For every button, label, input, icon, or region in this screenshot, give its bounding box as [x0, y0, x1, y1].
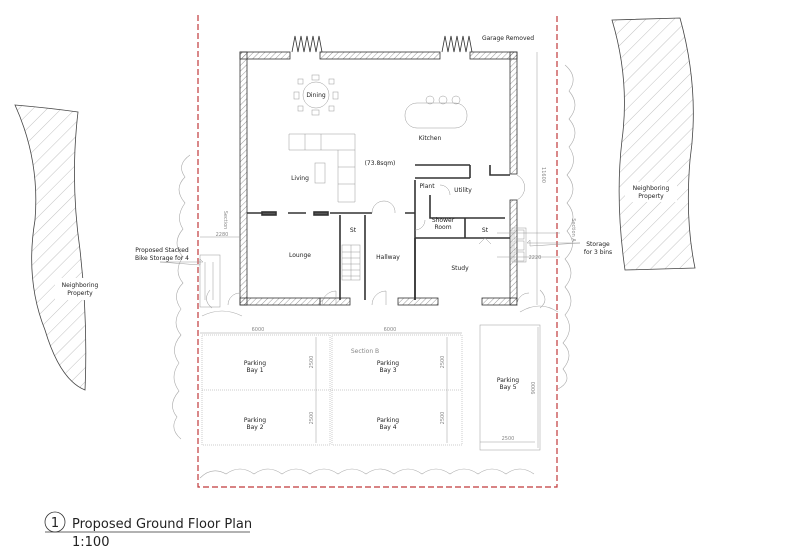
bifold-door-left	[291, 35, 323, 53]
parking-bay-1-label-2: Bay 1	[246, 367, 263, 374]
room-label-utility: Utility	[454, 187, 472, 194]
parking-bay-5-label: Parking	[497, 377, 519, 384]
neighbor-left-label: Neighboring	[62, 282, 99, 289]
room-label-dining: Dining	[306, 92, 326, 99]
drawing-title: Proposed Ground Floor Plan	[72, 517, 252, 532]
parking-dimension-lines	[200, 332, 462, 443]
hedge-top-left	[201, 289, 559, 317]
parking-bay-2-label-2: Bay 2	[246, 424, 263, 431]
neighbor-right-label-2: Property	[638, 193, 664, 200]
title-number: 1	[51, 516, 59, 531]
parking-bay-1-label: Parking	[244, 360, 266, 367]
bin-storage	[511, 227, 527, 263]
doors	[227, 174, 530, 306]
room-area-open-plan: (73.8sqm)	[365, 160, 396, 167]
parking-bay-4-label: Parking	[377, 417, 399, 424]
room-label-shower-2: Room	[434, 224, 451, 231]
bin-storage-arrow	[526, 239, 581, 247]
dim-right-offset: 2220	[529, 255, 542, 261]
room-label-plant: Plant	[419, 183, 435, 190]
dim-bay-depth-2: 2500	[309, 412, 315, 425]
site-boundary	[197, 15, 558, 488]
bike-storage-note: Proposed Stacked	[135, 247, 189, 254]
parking-bay-5-label-2: Bay 5	[499, 384, 516, 391]
section-b-label: Section B	[351, 348, 379, 355]
parking-grid	[201, 334, 463, 446]
interior-walls	[247, 164, 510, 300]
dim-house-depth: 11600	[540, 167, 546, 183]
bike-storage	[199, 254, 221, 308]
house-walls	[239, 51, 518, 306]
room-label-lounge: Lounge	[289, 252, 311, 259]
section-left-label: Section	[222, 211, 228, 230]
corner-sofa	[288, 133, 356, 203]
room-label-kitchen: Kitchen	[419, 135, 442, 142]
bin-storage-note: Storage	[586, 241, 610, 248]
staircase	[341, 244, 361, 281]
dim-bay-depth-1: 2500	[309, 356, 315, 369]
room-label-store-hall: St	[350, 227, 357, 234]
neighbor-right-label: Neighboring	[633, 185, 670, 192]
dim-left-offset: 2280	[216, 232, 229, 238]
dim-bays-width-right: 6000	[384, 327, 397, 333]
dim-bays-width-left: 6000	[252, 327, 265, 333]
bike-storage-note-2: Bike Storage for 4	[135, 255, 189, 262]
hedge-right	[557, 64, 576, 390]
dimension-lines	[200, 52, 560, 305]
neighbor-property-left	[14, 104, 87, 391]
drawing-scale: 1:100	[72, 535, 109, 550]
room-label-study: Study	[451, 265, 469, 272]
room-label-hallway: Hallway	[376, 254, 400, 261]
hedge-bottom	[199, 468, 535, 479]
parking-bay-2-label: Parking	[244, 417, 266, 424]
garage-removed-note: Garage Removed	[482, 35, 534, 42]
parking-bay-3-label-2: Bay 3	[379, 367, 396, 374]
neighbor-property-right	[611, 17, 696, 271]
bifold-door-right	[441, 35, 473, 53]
bay5-dimension-lines	[480, 327, 539, 448]
kitchen-island	[404, 95, 468, 129]
bike-storage-arrow	[159, 258, 204, 266]
section-a-label: Section A	[570, 218, 576, 242]
parking-bay-5	[479, 324, 541, 451]
neighbor-left-label-2: Property	[67, 290, 93, 297]
dim-bay-depth-4: 2500	[440, 412, 446, 425]
bin-storage-note-2: for 3 bins	[584, 249, 612, 256]
hedge-left	[172, 154, 191, 440]
dim-bay-depth-3: 2500	[440, 356, 446, 369]
dining-table	[293, 74, 339, 116]
room-label-shower: Shower	[432, 217, 455, 224]
dim-bay5-width: 2500	[502, 436, 515, 442]
parking-bay-4-label-2: Bay 4	[379, 424, 396, 431]
room-label-living: Living	[291, 175, 309, 182]
dim-bay5-length: 9000	[531, 382, 537, 395]
parking-bay-3-label: Parking	[377, 360, 399, 367]
room-label-store-study: St	[482, 227, 489, 234]
